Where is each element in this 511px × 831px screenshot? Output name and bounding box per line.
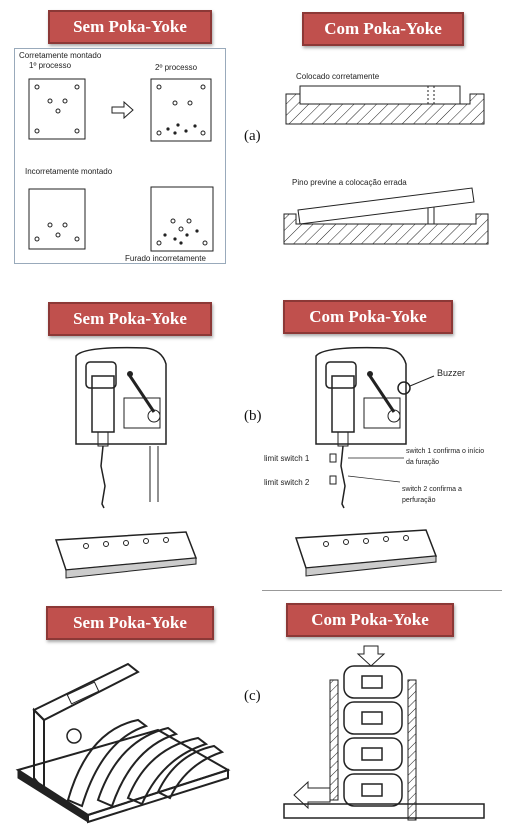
section-divider — [262, 590, 502, 591]
switch1-note-line2: da furação — [406, 459, 440, 466]
banner-c-with: Com Poka-Yoke — [286, 603, 454, 637]
drilled-wrong-label: Furado incorretamente — [125, 254, 206, 263]
drill-press-without — [54, 346, 198, 579]
banner-c-without: Sem Poka-Yoke — [46, 606, 214, 640]
pin-prevents-label: Pino previne a colocação errada — [292, 178, 407, 187]
fixture-diagram — [283, 85, 489, 245]
banner-b-with: Com Poka-Yoke — [283, 300, 453, 334]
process-2-label: 2º processo — [155, 63, 198, 72]
buzzer-label: Buzzer — [437, 368, 466, 378]
limit-switch-2-label: limit switch 2 — [264, 478, 310, 487]
banner-b-without: Sem Poka-Yoke — [48, 302, 212, 336]
banner-a-without: Sem Poka-Yoke — [48, 10, 212, 44]
panel-a-without: Corretamente montado 1º processo 2º proc… — [14, 48, 226, 264]
switch1-note-line1: switch 1 confirma o início — [406, 448, 485, 455]
placed-correctly-label: Colocado corretamente — [296, 72, 380, 81]
stacking-guide-with — [283, 645, 485, 821]
rack-without — [15, 662, 231, 824]
switch2-note-line2: perfuração — [402, 497, 436, 504]
banner-a-with: Com Poka-Yoke — [302, 12, 464, 46]
correct-title: Corretamente montado — [19, 51, 102, 60]
limit-switch-1-label: limit switch 1 — [264, 454, 310, 463]
switch2-note-line1: switch 2 confirma a — [402, 486, 462, 493]
drill-press-with — [294, 346, 438, 577]
section-label-b: (b) — [244, 408, 262, 424]
plates-diagram — [28, 78, 214, 252]
section-label-c: (c) — [244, 688, 261, 704]
incorrect-title: Incorretamente montado — [25, 167, 113, 176]
process-1-label: 1º processo — [29, 61, 72, 70]
section-label-a: (a) — [244, 128, 261, 144]
